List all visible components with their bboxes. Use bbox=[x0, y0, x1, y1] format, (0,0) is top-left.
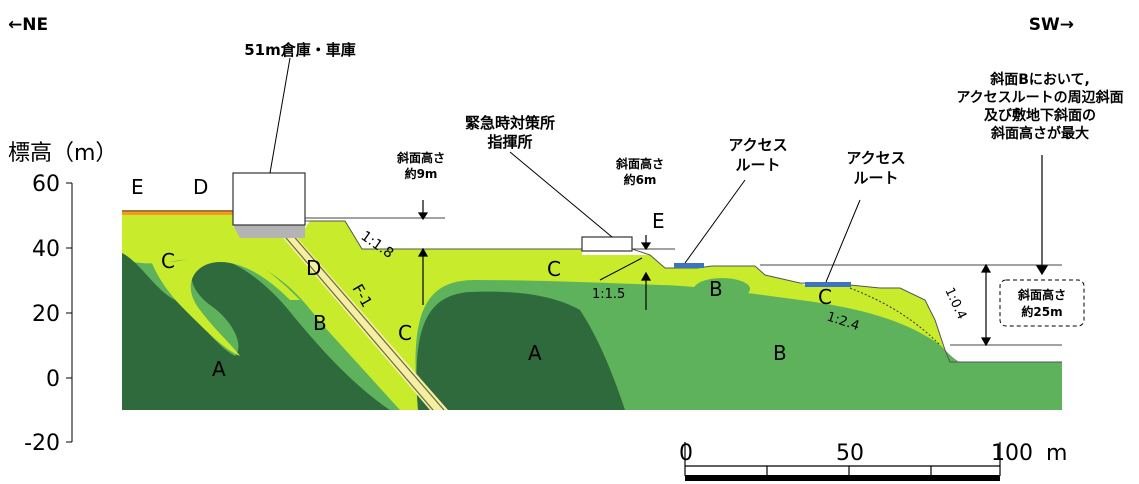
label-c-mid: C bbox=[398, 321, 412, 345]
callout-access1-1: アクセス bbox=[728, 136, 787, 154]
y-axis-ticks bbox=[66, 182, 72, 443]
callout-access1-2: ルート bbox=[735, 156, 780, 174]
direction-sw: SW→ bbox=[1029, 15, 1074, 35]
callout-access2-1: アクセス bbox=[846, 149, 905, 167]
label-c-left: C bbox=[161, 249, 175, 273]
y-tick-40: 40 bbox=[32, 237, 60, 262]
height-6m-2: 約6m bbox=[624, 172, 657, 187]
label-b-right: B bbox=[773, 341, 787, 365]
label-b-left: B bbox=[313, 311, 327, 335]
callout-access2-2: ルート bbox=[853, 169, 898, 187]
slope-ratio-2: 1:1.5 bbox=[592, 287, 625, 302]
note-line-3: 及び敷地下斜面の bbox=[984, 107, 1096, 124]
height-arrows bbox=[417, 155, 1049, 347]
unit-a-area bbox=[122, 253, 625, 410]
scale-bar bbox=[684, 442, 1001, 481]
fault-line-1 bbox=[274, 224, 434, 411]
access-route-1 bbox=[674, 263, 704, 268]
scale-label-0: 0 bbox=[679, 441, 693, 466]
leader-lines bbox=[269, 57, 861, 283]
y-tick-20: 20 bbox=[32, 302, 60, 327]
direction-ne: ←NE bbox=[8, 15, 48, 35]
label-e-right: E bbox=[652, 209, 665, 233]
scale-label-50: 50 bbox=[836, 441, 864, 466]
label-b-lens: B bbox=[709, 277, 723, 301]
unit-b-lens bbox=[694, 278, 750, 300]
scale-label-100: 100 bbox=[991, 441, 1033, 466]
y-tick-0: 0 bbox=[46, 367, 60, 392]
label-a-left: A bbox=[212, 357, 226, 381]
y-tick-60: 60 bbox=[32, 172, 60, 197]
emergency-building bbox=[581, 236, 633, 252]
y-axis-title: 標高（m） bbox=[8, 141, 117, 166]
height-25m-2: 約25m bbox=[1021, 304, 1062, 319]
callout-warehouse: 51m倉庫・車庫 bbox=[244, 41, 356, 59]
slope-ratio-4: 1:0.4 bbox=[941, 285, 969, 322]
access-route-2 bbox=[805, 282, 851, 287]
label-e-left: E bbox=[131, 175, 144, 199]
height-25m-1: 斜面高さ bbox=[1017, 287, 1066, 302]
fault-line-2 bbox=[283, 224, 445, 411]
scale-unit: m bbox=[1046, 441, 1067, 466]
note-line-4: 斜面高さが最大 bbox=[990, 125, 1089, 142]
height-9m-1: 斜面高さ bbox=[396, 150, 445, 165]
unit-d-fill bbox=[233, 225, 305, 238]
label-c-right: C bbox=[818, 285, 832, 309]
label-c-center: C bbox=[547, 257, 561, 281]
height-box-25m bbox=[999, 279, 1085, 327]
callout-emergency-1: 緊急時対策所 bbox=[465, 114, 555, 132]
label-d-mid: D bbox=[306, 256, 321, 280]
label-d-top: D bbox=[193, 175, 208, 199]
warehouse-building bbox=[232, 172, 306, 226]
y-tick-neg20: -20 bbox=[24, 431, 60, 456]
unit-c-tongue bbox=[150, 250, 300, 356]
callout-emergency-2: 指揮所 bbox=[487, 133, 532, 151]
note-line-2: アクセスルートの周辺斜面 bbox=[956, 89, 1123, 106]
note-line-1: 斜面Bにおいて, bbox=[989, 71, 1090, 88]
height-9m-2: 約9m bbox=[405, 166, 438, 181]
label-a-mid: A bbox=[528, 341, 542, 365]
height-6m-1: 斜面高さ bbox=[615, 156, 664, 171]
